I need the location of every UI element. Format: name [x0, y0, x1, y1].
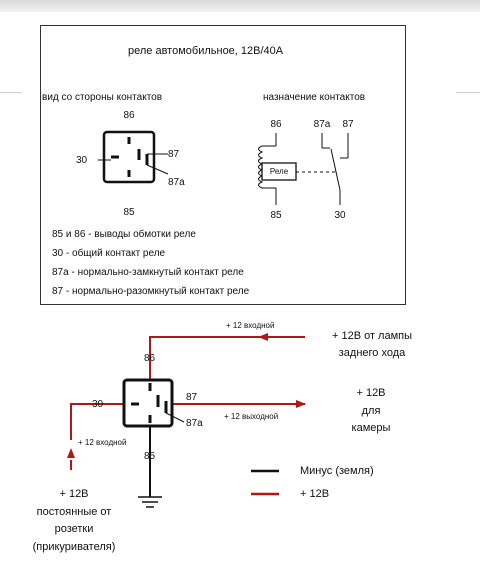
socket-source-3: розетки [54, 523, 94, 535]
input-left-label: + 12 входной [78, 438, 127, 447]
relay-info-panel [40, 25, 406, 305]
pin-30-label: 30 [76, 155, 88, 166]
right-divider [456, 92, 480, 93]
desc-line-1: 85 и 86 - выводы обмотки реле [52, 229, 196, 240]
schematic-pin-30: 30 [334, 210, 346, 221]
desc-line-4: 87 - нормально-разомкнутый контакт реле [52, 286, 250, 297]
pin-view-heading: вид со стороны контактов [42, 92, 163, 103]
legend-plus12-label: + 12В [300, 488, 330, 500]
legend-ground-label: Минус (земля) [300, 465, 374, 477]
input-top-label: + 12 входной [226, 321, 275, 330]
schematic-pin-87: 87 [342, 119, 354, 130]
reverse-lamp-source-1: + 12В от лампы [331, 330, 413, 342]
reverse-lamp-source-2: заднего хода [338, 347, 406, 359]
wiring-pin-86: 86 [144, 353, 156, 364]
coil-label: Реле [269, 167, 289, 176]
desc-line-3: 87а - нормально-замкнутый контакт реле [52, 267, 244, 278]
wiring-pin-87: 87 [186, 392, 198, 403]
pin-86-label: 86 [123, 110, 135, 121]
top-border-strip [0, 0, 480, 12]
schematic-pin-87a: 87a [313, 119, 331, 130]
pin-87a-label: 87a [168, 177, 185, 188]
pin-87-label: 87 [168, 149, 180, 160]
pin-function-heading: назначение контактов [263, 92, 366, 103]
desc-line-2: 30 - общий контакт реле [52, 248, 166, 259]
wiring-pin-85: 85 [144, 451, 156, 462]
output-label: + 12 выходной [224, 412, 279, 421]
socket-source-1: + 12В [59, 488, 89, 500]
camera-output-3: камеры [351, 422, 391, 434]
wiring-diagram [67, 333, 306, 508]
wiring-pin-30: 30 [92, 399, 104, 410]
pin-view-relay [98, 130, 169, 184]
socket-source-2: постоянные от [36, 506, 112, 518]
pin-85-label: 85 [123, 207, 135, 218]
socket-source-4: (прикуривателя) [32, 541, 116, 553]
schematic-pin-86: 86 [270, 119, 282, 130]
schematic-pin-85: 85 [270, 210, 282, 221]
relay-schematic [258, 133, 349, 205]
left-divider [0, 92, 22, 93]
wiring-pin-87a: 87a [186, 418, 203, 429]
camera-output-2: для [361, 405, 381, 417]
camera-output-1: + 12В [356, 387, 386, 399]
relay-title: реле автомобильное, 12В/40А [128, 45, 284, 57]
